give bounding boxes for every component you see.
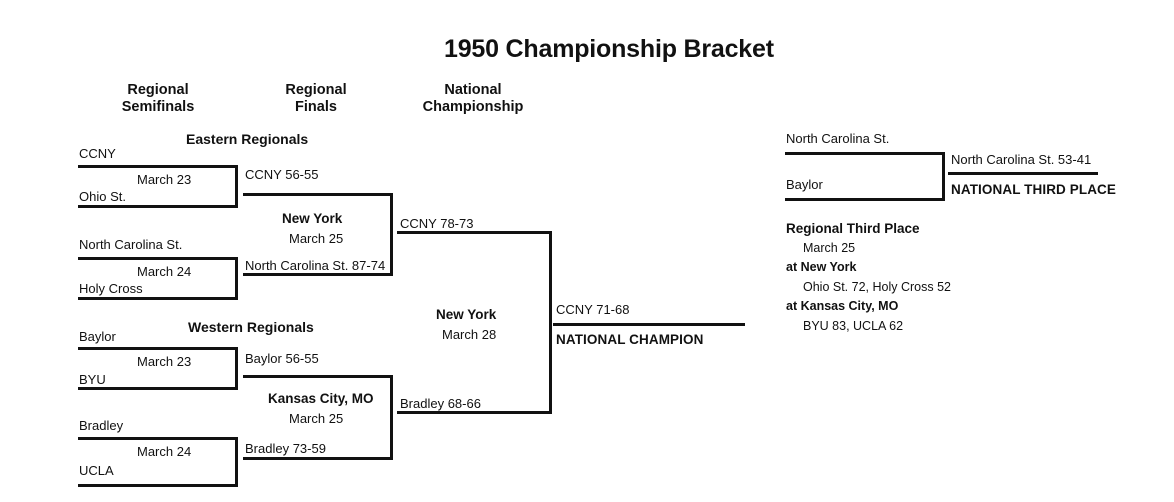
bracket-line-east-sf2-bottom xyxy=(78,297,238,300)
page-title: 1950 Championship Bracket xyxy=(444,35,774,63)
date-west-sf1: March 23 xyxy=(137,354,192,369)
result-west-sf2: Bradley 73-59 xyxy=(245,441,326,456)
date-east-sf1: March 23 xyxy=(137,172,192,187)
team-ccny: CCNY xyxy=(79,146,116,161)
region-header-eastern: Eastern Regionals xyxy=(186,131,309,147)
bracket-line-west-sf1-bottom xyxy=(78,387,238,390)
bracket-line-east-final-bottom xyxy=(243,273,393,276)
bracket-line-west-sf2-top xyxy=(78,437,238,440)
result-east-sf2: North Carolina St. 87-74 xyxy=(245,258,386,273)
result-championship: CCNY 71-68 xyxy=(556,302,630,317)
bracket-line-championship-bottom xyxy=(397,411,552,414)
team-baylor: Baylor xyxy=(79,329,116,344)
date-championship: March 28 xyxy=(442,327,497,342)
bracket-line-west-sf1-top xyxy=(78,347,238,350)
team-ucla: UCLA xyxy=(79,463,114,478)
bracket-connector-east-sf2 xyxy=(235,257,238,300)
team-holy-cross: Holy Cross xyxy=(79,281,143,296)
bracket-line-champion xyxy=(553,323,745,326)
column-header-line1: Regional xyxy=(127,82,189,98)
regional-third-place-heading: Regional Third Place xyxy=(786,221,920,236)
column-header-line2: Semifinals xyxy=(121,99,195,116)
date-west-sf2: March 24 xyxy=(137,444,192,459)
third-place-team-north-carolina-st: North Carolina St. xyxy=(786,131,890,146)
bracket-connector-west-sf2 xyxy=(235,437,238,487)
regional-third-place-site-1: at New York xyxy=(786,260,857,274)
bracket-connector-championship xyxy=(549,231,552,414)
team-ohio-st: Ohio St. xyxy=(79,189,126,204)
site-west-final: Kansas City, MO xyxy=(268,391,374,406)
third-place-team-baylor: Baylor xyxy=(786,177,823,192)
regional-third-place-game-1: Ohio St. 72, Holy Cross 52 xyxy=(803,280,951,294)
regional-third-place-game-2: BYU 83, UCLA 62 xyxy=(803,319,904,333)
bracket-line-east-sf2-top xyxy=(78,257,238,260)
bracket-line-championship-top xyxy=(397,231,552,234)
result-east-final: CCNY 78-73 xyxy=(400,216,474,231)
bracket-connector-west-final xyxy=(390,375,393,460)
bracket-line-third-place-bottom xyxy=(785,198,945,201)
date-east-final: March 25 xyxy=(289,231,344,246)
national-champion-label: NATIONAL CHAMPION xyxy=(556,332,704,347)
bracket-line-west-final-top xyxy=(243,375,393,378)
site-championship: New York xyxy=(436,307,497,322)
team-north-carolina-st: North Carolina St. xyxy=(79,237,183,252)
bracket-line-west-sf2-bottom xyxy=(78,484,238,487)
bracket-connector-third-place xyxy=(942,152,945,201)
result-west-final: Bradley 68-66 xyxy=(400,396,481,411)
column-header-line2: Finals xyxy=(295,99,337,116)
column-header-national-championship: National Championship xyxy=(408,82,538,116)
bracket-connector-east-final xyxy=(390,193,393,276)
team-byu: BYU xyxy=(79,372,106,387)
result-east-sf1: CCNY 56-55 xyxy=(245,167,319,182)
column-header-line1: Regional xyxy=(285,82,347,98)
column-header-line1: National xyxy=(444,82,502,98)
regional-third-place-site-2: at Kansas City, MO xyxy=(786,299,899,313)
date-west-final: March 25 xyxy=(289,411,344,426)
column-header-line2: Championship xyxy=(422,99,524,116)
column-header-regional-finals: Regional Finals xyxy=(262,82,370,116)
column-header-regional-semifinals: Regional Semifinals xyxy=(104,82,212,116)
result-west-sf1: Baylor 56-55 xyxy=(245,351,319,366)
site-east-final: New York xyxy=(282,211,343,226)
bracket-line-west-final-bottom xyxy=(243,457,393,460)
bracket-line-east-sf1-bottom xyxy=(78,205,238,208)
region-header-western: Western Regionals xyxy=(188,319,314,335)
bracket-line-third-place-top xyxy=(785,152,945,155)
date-east-sf2: March 24 xyxy=(137,264,192,279)
result-third-place: North Carolina St. 53-41 xyxy=(951,152,1092,167)
bracket-line-east-sf1-top xyxy=(78,165,238,168)
regional-third-place-date: March 25 xyxy=(803,241,856,255)
bracket-line-east-final-top xyxy=(243,193,393,196)
national-third-place-label: NATIONAL THIRD PLACE xyxy=(951,182,1116,197)
bracket-connector-east-sf1 xyxy=(235,165,238,208)
bracket-line-third-place-result xyxy=(948,172,1098,175)
bracket-connector-west-sf1 xyxy=(235,347,238,390)
team-bradley: Bradley xyxy=(79,418,124,433)
